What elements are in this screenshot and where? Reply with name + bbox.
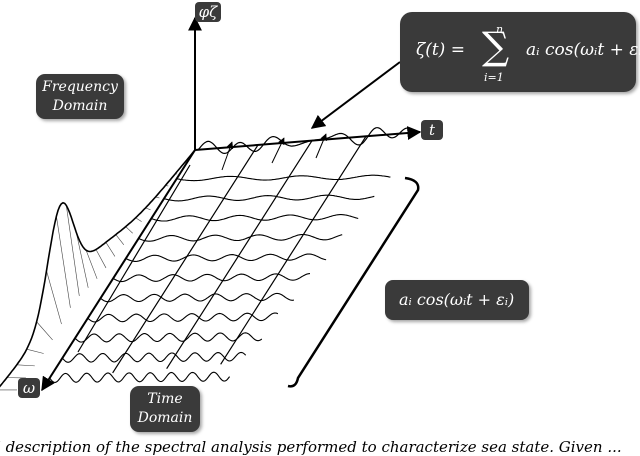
phi-axis-label: φζ bbox=[195, 2, 221, 22]
figure-caption: l description of the spectral analysis p… bbox=[0, 438, 640, 456]
component-formula-box: aᵢ cos(ωᵢt + εᵢ) bbox=[385, 280, 529, 320]
sum-formula-box: ζ(t) = n ∑ i=1 aᵢ cos(ωᵢt + εᵢ) bbox=[400, 12, 636, 92]
wave-row-11 bbox=[50, 372, 230, 382]
hatch-line-17 bbox=[37, 322, 53, 340]
formula-pointer-arrow bbox=[312, 62, 400, 128]
hatch-line-7 bbox=[136, 218, 142, 222]
wave-row-2 bbox=[164, 195, 374, 201]
wave-row-10 bbox=[62, 352, 245, 362]
wave-row-5 bbox=[126, 254, 326, 261]
time-domain-label: Time Domain bbox=[130, 386, 200, 432]
t-axis-label: t bbox=[421, 120, 443, 140]
formula-lhs: ζ(t) = bbox=[416, 41, 465, 60]
hatch-line-16 bbox=[47, 271, 62, 324]
time-domain-line-2: Domain bbox=[130, 409, 200, 428]
frequency-domain-line-1: Frequency bbox=[36, 78, 124, 97]
hatch-line-13 bbox=[76, 232, 88, 288]
hatch-line-18 bbox=[27, 349, 44, 353]
formula-term: aᵢ cos(ωᵢt + εᵢ) bbox=[526, 41, 640, 60]
component-waves bbox=[50, 175, 391, 382]
hatch-line-19 bbox=[17, 365, 35, 366]
wave-row-4 bbox=[139, 235, 343, 242]
omega-axis-label: ω bbox=[18, 378, 40, 398]
hatch-line-10 bbox=[106, 242, 115, 256]
hatch-line-8 bbox=[126, 227, 133, 234]
wave-row-3 bbox=[151, 215, 358, 221]
wave-row-6 bbox=[113, 274, 310, 282]
component-formula: aᵢ cos(ωᵢt + εᵢ) bbox=[399, 290, 514, 309]
link-arrow-3 bbox=[316, 134, 326, 158]
sum-sign: ∑ bbox=[482, 26, 509, 66]
hatch-line-11 bbox=[96, 249, 106, 267]
hatch-line-12 bbox=[86, 250, 97, 279]
hatch-line-15 bbox=[56, 216, 70, 308]
spectrum-curve-path bbox=[0, 150, 195, 390]
wave-row-9 bbox=[75, 333, 262, 342]
hatch-line-14 bbox=[66, 205, 79, 296]
link-arrow-2 bbox=[272, 138, 284, 163]
resultant-signal bbox=[198, 128, 413, 170]
sum-lower-limit: i=1 bbox=[484, 68, 504, 87]
frequency-domain-line-2: Domain bbox=[36, 97, 124, 116]
time-domain-line-1: Time bbox=[130, 390, 200, 409]
frequency-domain-label: Frequency Domain bbox=[36, 74, 124, 119]
wave-row-1 bbox=[177, 175, 391, 181]
link-arrow-1 bbox=[222, 142, 232, 170]
hatch-line-9 bbox=[116, 235, 124, 245]
plane-edge bbox=[78, 165, 190, 352]
omega-axis bbox=[42, 150, 195, 390]
frequency-spectrum-curve bbox=[0, 150, 195, 390]
wave-row-8 bbox=[88, 313, 278, 322]
